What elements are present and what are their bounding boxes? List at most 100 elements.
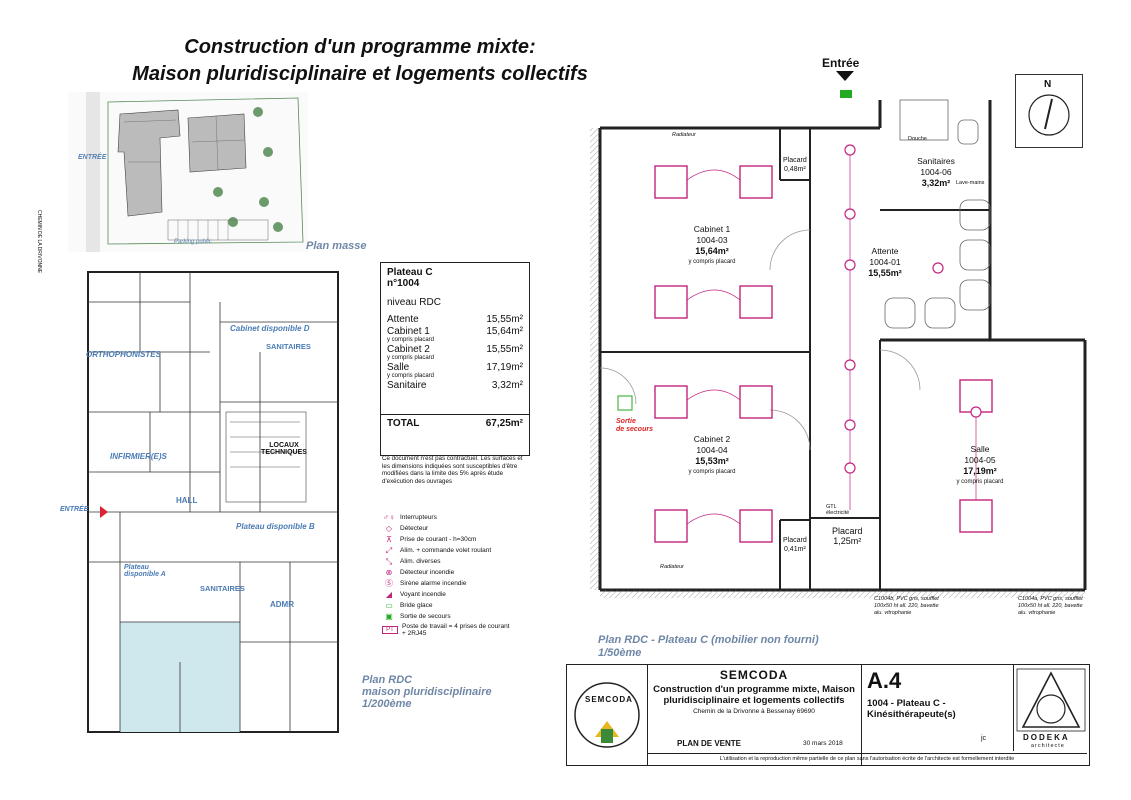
placard-name: Placard <box>832 526 863 536</box>
north-compass: N <box>1015 74 1083 148</box>
summary-row-value: 15,55m² <box>486 314 523 325</box>
room-attente: Attente 1004-01 15,55m² <box>850 246 920 279</box>
rdc-label-orthophonistes: ORTHOPHONISTES <box>86 350 161 359</box>
room-name: Salle <box>970 444 990 454</box>
room-number: 1004-03 <box>696 235 728 245</box>
copyright-footer: L'utilisation et la reproduction même pa… <box>647 753 1087 762</box>
summary-row-sub: y compris placard <box>387 373 435 379</box>
plan-date: 30 mars 2018 <box>803 740 843 747</box>
fire-detector-icon: ⊗ <box>385 568 393 577</box>
room-sanitaires: Sanitaires 1004-06 3,32m² <box>900 156 972 189</box>
dodeka-logo-icon <box>1016 668 1086 732</box>
legend-item: ⤢Alim. + commande volet roulant <box>378 545 548 556</box>
room-sub: y compris placard <box>688 259 736 265</box>
legend-label: Alim. diverses <box>400 558 441 565</box>
plan-masse-drawing <box>68 92 308 252</box>
plan-masse-chemin: CHEMIN DE LA DRIVONNE <box>36 210 42 274</box>
placard-3: Placard 1,25m² <box>832 526 863 546</box>
legend-label: Détecteur incendie <box>400 569 455 576</box>
plan-c-detail: Cabinet 1 1004-03 15,64m² y compris plac… <box>540 90 1096 630</box>
power-icon: ⤡ <box>385 556 393 566</box>
rdc-entree: ENTRÉE <box>60 506 89 513</box>
plan-c-caption: Plan RDC - Plateau C (mobilier non fourn… <box>598 634 819 660</box>
summary-row-label: Attente <box>387 314 419 325</box>
summary-row-value: 3,32m² <box>491 380 523 391</box>
legend-item: ♂♀Interrupteurs <box>378 512 548 523</box>
disclaimer-note: Ce document n'est pas contractuel. Les s… <box>382 455 523 485</box>
dodeka-logo: DODEKA architecte <box>1013 665 1089 751</box>
gtl-label: GTL électricité <box>826 504 850 516</box>
title-line-1: Construction d'un programme mixte: <box>184 36 536 58</box>
room-sub: y compris placard <box>688 469 736 475</box>
room-area: 17,19m² <box>963 466 997 476</box>
room-area: 15,64m² <box>695 246 729 256</box>
plan-rdc-caption: Plan RDC maison pluridisciplinaire 1/200… <box>362 674 492 710</box>
placard-name: Placard <box>783 537 807 544</box>
rdc-label-cabinet-d: Cabinet disponible D <box>230 324 310 333</box>
siren-icon: Ⓢ <box>385 579 393 588</box>
sortie-secours-label: Sortie de secours <box>616 418 653 434</box>
legend-item: ▣ Sortie de secours <box>378 611 548 622</box>
legend-item: ⊼Prise de courant - h=30cm <box>378 534 548 545</box>
legend-label: Sortie de secours <box>400 613 451 620</box>
plan-type: PLAN DE VENTE <box>677 739 742 748</box>
semcoda-logo-text: SEMCODA <box>585 695 633 704</box>
plan-masse-parking: Parking public <box>174 239 212 245</box>
legend-label: Détecteur <box>400 525 429 532</box>
plan-masse-entree: ENTRÉE <box>78 154 107 161</box>
room-number: 1004-01 <box>869 257 901 267</box>
rdc-label-infirmiers: INFIRMIER(E)S <box>110 452 167 461</box>
plan-masse-label: Plan masse <box>306 240 367 252</box>
lave-mains-label: Lave-mains <box>956 180 985 186</box>
title-line-2: Maison pluridisciplinaire et logements c… <box>132 63 588 85</box>
legend-item: ▭Bride glace <box>378 600 548 611</box>
sortie-line-1: Sortie <box>616 418 636 425</box>
sheet-number: A.4 <box>867 668 902 693</box>
detector-icon: ◇ <box>385 524 393 533</box>
title-block-center: SEMCODA Construction d'un programme mixt… <box>647 665 862 765</box>
plan-c-drawing <box>590 90 1087 598</box>
legend-label: Sirène alarme incendie <box>400 580 467 587</box>
legend-item: Ⓢ Sirène alarme incendie <box>378 578 548 589</box>
room-number: 1004-06 <box>920 167 952 177</box>
company-name: SEMCODA <box>719 668 789 682</box>
architect-sub: architecte <box>1031 743 1065 749</box>
rdc-label-plateau-b: Plateau disponible B <box>236 522 315 531</box>
fire-light-icon: ◢ <box>385 590 393 599</box>
placard-name: Placard <box>783 157 807 164</box>
plan-c-caption-1: Plan RDC - Plateau C (mobilier non fourn… <box>598 634 819 646</box>
summary-total-label: TOTAL <box>387 418 420 429</box>
room-number: 1004-05 <box>964 455 996 465</box>
radiateur-label-2: Radiateur <box>660 564 684 570</box>
title-block: SEMCODA SEMCODA Construction d'un progra… <box>566 664 1090 766</box>
summary-total: TOTAL 67,25m² <box>381 414 529 430</box>
summary-num: n°1004 <box>387 278 420 289</box>
legend-item: ◢Voyant incendie <box>378 589 548 600</box>
drawn-by: jc <box>981 735 987 742</box>
rdc-label-sanitaires: SANITAIRES <box>266 342 311 351</box>
room-name: Sanitaires <box>917 156 955 166</box>
plan-rdc-caption-1: Plan RDC <box>362 674 413 686</box>
plan-rdc-drawing <box>87 271 339 733</box>
plan-rdc-caption-2: maison pluridisciplinaire <box>362 686 492 698</box>
placard-area: 0,41m² <box>783 546 806 553</box>
exit-icon: ▣ <box>385 612 393 621</box>
room-area: 15,55m² <box>868 268 902 278</box>
summary-row-sub: y compris placard <box>387 355 435 361</box>
douche-label: Douche <box>908 136 927 142</box>
room-salle: Salle 1004-05 17,19m² y compris placard <box>930 444 1030 488</box>
summary-niveau: niveau RDC <box>387 297 441 308</box>
plan-c-caption-2: 1/50ème <box>598 647 642 659</box>
legend-item: ⤡ Alim. diverses <box>378 556 548 567</box>
summary-total-value: 67,25m² <box>485 418 523 429</box>
legend-item: ⊗ Détecteur incendie <box>378 567 548 578</box>
summary-row-label: Cabinet 1 <box>387 326 430 337</box>
room-area: 15,53m² <box>695 456 729 466</box>
legend-item: ◇ Détecteur <box>378 523 548 534</box>
room-cabinet-1: Cabinet 1 1004-03 15,64m² y compris plac… <box>662 224 762 268</box>
semcoda-logo-icon <box>574 682 640 748</box>
